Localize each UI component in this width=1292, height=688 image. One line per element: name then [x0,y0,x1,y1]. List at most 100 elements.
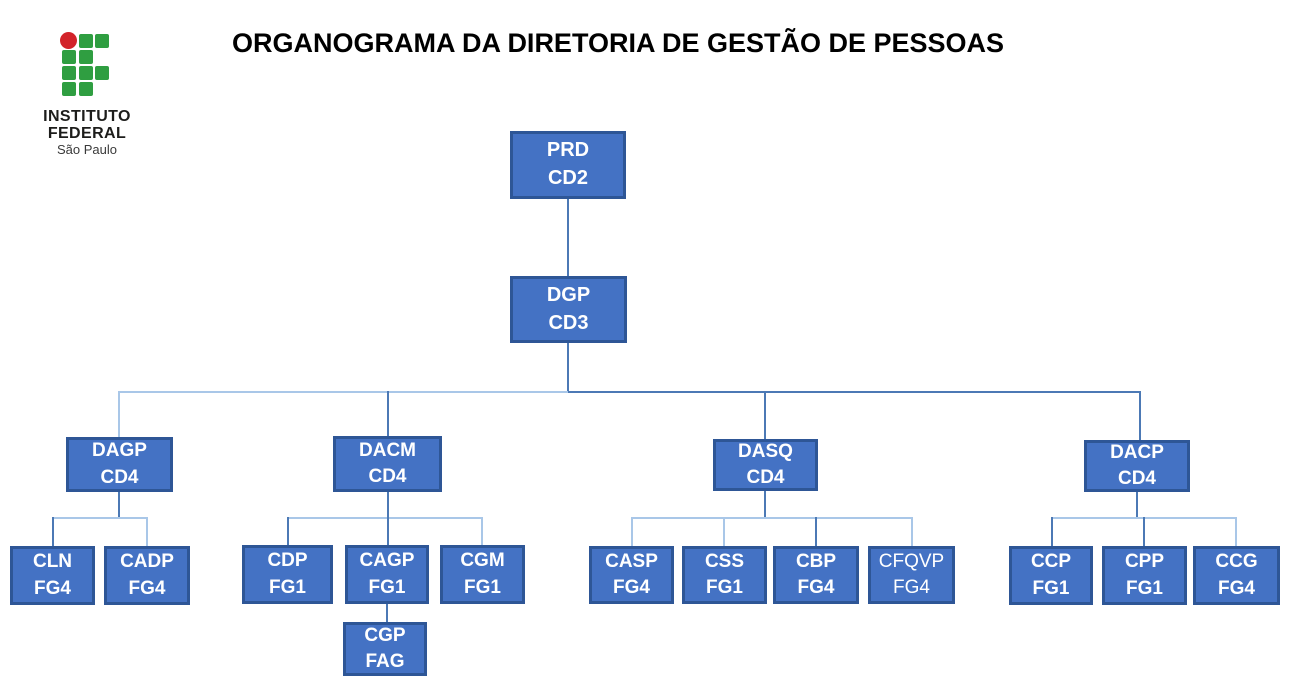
node-acronym: CLN [32,551,73,573]
logo-square-icon [79,66,93,80]
connector-drop-css [723,517,725,546]
org-node-cgp: CGP FAG [343,622,427,676]
node-acronym: CADP [120,551,174,573]
org-node-dagp: DAGP CD4 [66,437,173,492]
connector-dasq-rail [631,517,913,519]
node-grade: CD2 [547,167,588,189]
logo-square-icon [62,66,76,80]
logo-line-federal: FEDERAL [47,125,127,142]
org-node-cln: CLN FG4 [10,546,95,605]
node-acronym: CPP [1124,551,1165,573]
node-grade: CD4 [746,467,785,488]
org-node-cagp: CAGP FG1 [345,545,429,604]
node-acronym: DASQ [738,440,793,462]
node-grade: FG1 [464,576,501,598]
node-acronym: DACP [1110,441,1164,463]
connector-drop-ccp [1051,517,1053,546]
node-acronym: CASP [605,550,658,572]
connector-prd-dgp [567,199,569,276]
logo-square-icon [62,82,76,96]
logo-square-icon [79,50,93,64]
org-node-css: CSS FG1 [682,546,767,604]
connector-drop-cdp [287,517,289,545]
node-acronym: CAGP [359,550,415,572]
node-acronym: CDP [267,550,308,572]
org-node-ccp: CCP FG1 [1009,546,1093,605]
connector-dagp-stem [118,492,120,519]
node-grade: FG4 [1218,577,1255,599]
node-acronym: DACM [359,439,416,461]
node-grade: CD4 [368,466,407,487]
connector-drop-dacm [387,391,389,436]
node-grade: FG4 [797,577,835,598]
node-grade: FG4 [613,577,650,598]
node-grade: FG1 [1126,577,1163,599]
node-grade: FG1 [269,576,306,598]
node-grade: FG4 [34,577,71,599]
connector-drop-cadp [146,517,148,546]
node-acronym: CCP [1030,551,1072,573]
org-node-cpp: CPP FG1 [1102,546,1187,605]
node-grade: CD4 [1117,468,1156,489]
org-node-prd: PRD CD2 [510,131,626,199]
connector-drop-dagp [118,391,120,437]
node-acronym: CGM [460,550,505,572]
connector-drop-dasq [764,391,766,439]
logo-square-icon [79,34,93,48]
logo-wordmark: INSTITUTO FEDERAL São Paulo [8,108,166,158]
connector-dasq-stem [764,491,766,519]
org-node-dacp: DACP CD4 [1084,440,1190,492]
node-grade: FAG [365,651,405,672]
org-node-casp: CASP FG4 [589,546,674,604]
org-node-dasq: DASQ CD4 [713,439,818,491]
page-title: ORGANOGRAMA DA DIRETORIA DE GESTÃO DE PE… [231,28,1005,58]
connector-dacm-stem [387,492,389,519]
connector-drop-cln [52,517,54,546]
node-acronym: CCG [1215,551,1258,573]
connector-drop-cbp [815,517,817,546]
connector-rail-left [118,391,568,393]
connector-dacm-rail [287,517,483,519]
logo-line-instituto: INSTITUTO [43,108,131,125]
org-node-cfqvp: CFQVP FG4 [868,546,955,604]
connector-drop-ccg [1235,517,1237,546]
connector-drop-cgm [481,517,483,545]
connector-drop-cfqvp [911,517,913,546]
node-acronym: CSS [704,550,745,572]
connector-dacp-stem [1136,492,1138,519]
connector-dgp-rail [567,343,569,393]
org-node-cgm: CGM FG1 [440,545,525,604]
logo-square-icon [95,34,109,48]
node-grade: CD3 [548,311,589,334]
node-grade: CD4 [100,466,139,488]
node-grade: FG1 [706,577,743,598]
logo-red-dot-icon [60,32,77,49]
org-node-dgp: DGP CD3 [510,276,627,343]
node-acronym: DAGP [92,440,147,462]
node-grade: FG1 [1032,577,1070,599]
node-acronym: CBP [795,550,837,572]
org-node-cadp: CADP FG4 [104,546,190,605]
logo-line-sao-paulo: São Paulo [57,142,117,157]
node-grade: FG4 [128,577,166,599]
connector-drop-cpp [1143,517,1145,546]
org-node-cdp: CDP FG1 [242,545,333,604]
logo-square-icon [62,50,76,64]
connector-dagp-rail [52,517,148,519]
node-grade: FG1 [368,576,406,598]
connector-rail-right [568,391,1141,393]
logo-square-icon [79,82,93,96]
org-node-dacm: DACM CD4 [333,436,442,492]
connector-drop-casp [631,517,633,546]
node-acronym: PRD [546,139,590,162]
org-node-ccg: CCG FG4 [1193,546,1280,605]
connector-drop-dacp [1139,391,1141,440]
connector-drop-cagp [387,517,389,545]
node-grade: FG4 [893,577,930,598]
node-acronym: DGP [546,283,591,306]
node-acronym: CGP [364,624,406,646]
node-acronym: CFQVP [878,550,945,572]
ifsp-logo: INSTITUTO FEDERAL São Paulo [28,26,146,166]
logo-square-icon [95,66,109,80]
